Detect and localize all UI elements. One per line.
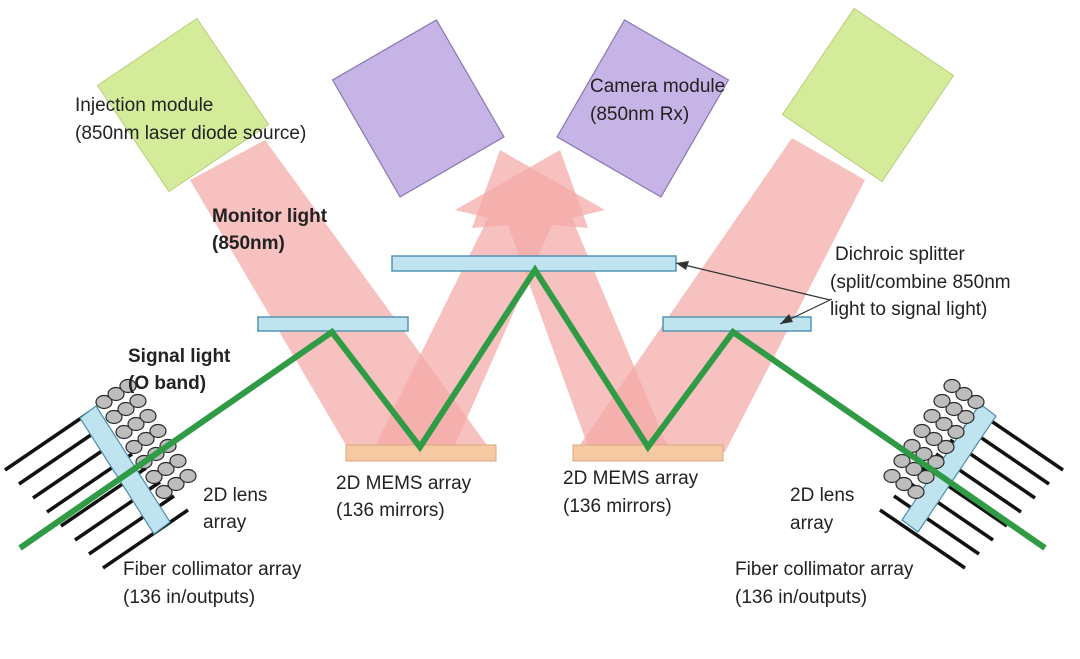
- fiber-line: [879, 508, 966, 570]
- fiber-line: [18, 424, 105, 486]
- dichroic-splitter-right: [662, 316, 812, 332]
- pointer-arrowhead-right: [780, 314, 793, 324]
- fiber-right-label-line2: (136 in/outputs): [735, 587, 867, 608]
- mems-right-label-line1: 2D MEMS array: [563, 468, 699, 489]
- fiber-line: [102, 508, 189, 570]
- monitor-light-label-line1: Monitor light: [212, 206, 328, 227]
- lenslet: [967, 394, 985, 410]
- lenslet: [935, 416, 953, 432]
- lenslet: [119, 378, 137, 394]
- lenslet: [137, 431, 155, 447]
- lenslet: [107, 386, 125, 402]
- lenslet: [923, 408, 941, 424]
- lenslet: [933, 393, 951, 409]
- injection-label-line1: Injection module: [75, 95, 213, 116]
- lenslet: [917, 469, 935, 485]
- monitor-light-label-line2: (850nm): [212, 233, 285, 254]
- lenslet: [117, 401, 135, 417]
- beam-right-to-camera: [472, 150, 670, 452]
- lenslet: [943, 378, 961, 394]
- fiber-left-label-line2: (136 in/outputs): [123, 587, 255, 608]
- mems-right-label-line2: (136 mirrors): [563, 496, 672, 517]
- dichroic-label-line1: Dichroic splitter: [835, 244, 966, 265]
- lenslet: [955, 386, 973, 402]
- lens-right-label-line1: 2D lens: [790, 485, 854, 506]
- lenslet: [167, 476, 185, 492]
- lens-right-label-line2: array: [790, 513, 834, 534]
- lenslet: [145, 469, 163, 485]
- signal-light-path: [18, 264, 1047, 551]
- lenslet: [925, 431, 943, 447]
- fiber-right-label-line1: Fiber collimator array: [735, 559, 914, 580]
- lenslet: [907, 484, 925, 500]
- dichroic-label-line3: light to signal light): [830, 299, 987, 320]
- fiber-left-label-line1: Fiber collimator array: [123, 559, 302, 580]
- lenslet: [149, 423, 167, 439]
- mems-left-label-line1: 2D MEMS array: [336, 473, 472, 494]
- lenslet: [139, 408, 157, 424]
- signal-light-label-line1: Signal light: [128, 346, 231, 367]
- fiber-line: [893, 494, 980, 556]
- lens-array-right: [883, 378, 997, 533]
- lenslet: [915, 446, 933, 462]
- pointer-arrowhead-center: [676, 261, 689, 270]
- lenslet: [905, 461, 923, 477]
- injection-module-left: [96, 17, 270, 193]
- camera-module-right: [556, 19, 730, 198]
- camera-module-left: [331, 19, 505, 198]
- lens-left-label-line1: 2D lens: [203, 485, 267, 506]
- lenslet: [947, 424, 965, 440]
- lens-left-label-line2: array: [203, 512, 247, 533]
- dichroic-label-line2: (split/combine 850nm: [830, 272, 1011, 293]
- lenslet: [105, 409, 123, 425]
- lenslet: [115, 424, 133, 440]
- lenslet: [129, 393, 147, 409]
- camera-label-line2: (850nm Rx): [590, 104, 689, 125]
- lenslet: [937, 439, 955, 455]
- camera-label-line1: Camera module: [590, 76, 725, 97]
- lenslet: [927, 454, 945, 470]
- injection-label-line2: (850nm laser diode source): [75, 123, 306, 144]
- lenslet: [893, 453, 911, 469]
- monitor-light-beams: [190, 138, 865, 452]
- lenslet: [895, 476, 913, 492]
- lenslet: [913, 423, 931, 439]
- lenslet: [95, 394, 113, 410]
- lenslet: [155, 484, 173, 500]
- lenslet: [127, 416, 145, 432]
- signal-light-label-line2: (O band): [128, 373, 206, 394]
- lenslet: [157, 461, 175, 477]
- lens-plate: [79, 405, 171, 535]
- pointer-arrow-center-splitter: [675, 262, 831, 301]
- lenslet: [169, 453, 187, 469]
- lenslet: [883, 468, 901, 484]
- lenslet: [957, 409, 975, 425]
- lenslet: [945, 401, 963, 417]
- injection-module-right: [781, 7, 955, 183]
- lenslet: [125, 439, 143, 455]
- beam-right-injection: [575, 138, 865, 452]
- lenslet: [179, 468, 197, 484]
- mems-left-label-line2: (136 mirrors): [336, 500, 445, 521]
- lens-array-left: [79, 378, 197, 535]
- fiber-line: [4, 410, 91, 472]
